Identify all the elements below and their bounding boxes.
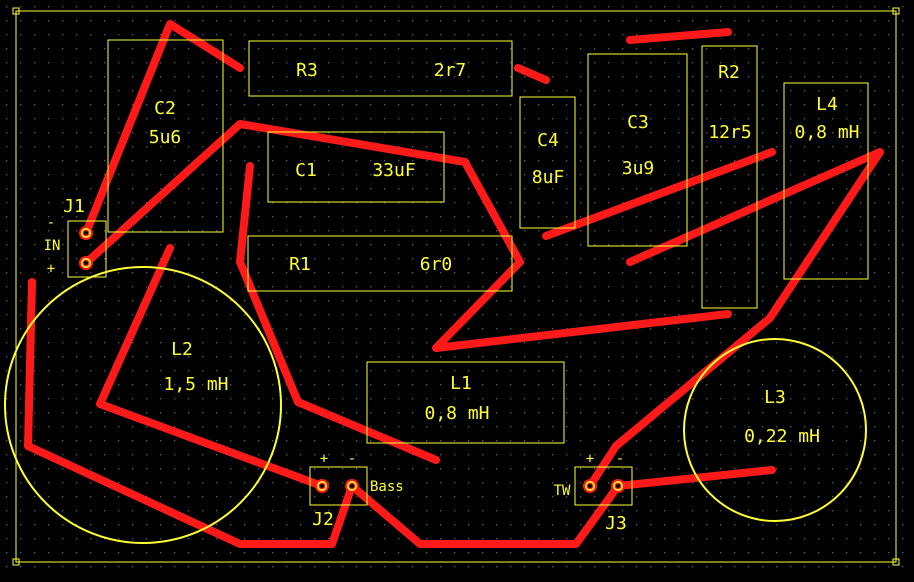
l2-outline (4, 266, 282, 544)
c3-outline (587, 53, 688, 247)
board-outline (15, 10, 897, 563)
r3-ref: R3 (296, 60, 318, 81)
j3-plus-label: + (586, 451, 594, 467)
l1-ref: L1 (450, 373, 472, 394)
silkscreen-outlines (4, 39, 869, 544)
r3-value: 2r7 (434, 60, 467, 81)
j3-ref: J3 (605, 513, 627, 534)
pad-j1-minus (79, 226, 93, 240)
pad-j1-plus (79, 256, 93, 270)
c2-outline (107, 39, 224, 233)
trace (514, 64, 550, 84)
trace (626, 28, 732, 44)
silkscreen-labels: C2 5u6 R3 2r7 C1 33uF R1 6r0 C4 8uF C3 3… (63, 60, 859, 534)
trace (542, 148, 776, 240)
r1-outline (247, 235, 513, 292)
l4-ref: L4 (816, 94, 838, 115)
j2-plus-label: + (320, 451, 328, 467)
l3-value: 0,22 mH (744, 426, 820, 447)
j2-ref: J2 (312, 509, 334, 530)
board-corner-marker (12, 7, 20, 15)
r2-outline (701, 45, 758, 309)
l2-ref: L2 (171, 339, 193, 360)
c3-value: 3u9 (622, 158, 655, 179)
j2-minus-label: - (348, 451, 356, 467)
r3-outline (248, 40, 513, 97)
j1-ref: J1 (63, 196, 85, 217)
c2-ref: C2 (154, 98, 176, 119)
l1-outline (366, 361, 565, 444)
trace (614, 466, 776, 490)
r2-value: 12r5 (708, 122, 751, 143)
pad-j3-plus (583, 479, 597, 493)
c1-value: 33uF (372, 160, 415, 181)
j3-minus-label: - (616, 451, 624, 467)
j2-outline (309, 466, 368, 506)
trace (96, 244, 326, 490)
l3-ref: L3 (764, 387, 786, 408)
c1-ref: C1 (295, 160, 317, 181)
trace (348, 482, 622, 548)
r2-ref: R2 (718, 62, 740, 83)
c2-value: 5u6 (149, 127, 182, 148)
pad-j2-plus (315, 479, 329, 493)
trace (24, 278, 356, 548)
c4-outline (519, 96, 576, 229)
pad-j3-minus (611, 479, 625, 493)
j2-net-label: Bass (370, 479, 404, 495)
board-corner-marker (892, 558, 900, 566)
board-corner-marker (892, 7, 900, 15)
trace (82, 120, 732, 352)
l3-outline (683, 338, 867, 522)
l4-outline (783, 82, 869, 280)
trace (82, 20, 244, 237)
board-corner-marker (12, 558, 20, 566)
j3-outline (574, 466, 633, 506)
c1-outline (267, 131, 445, 203)
c3-ref: C3 (627, 112, 649, 133)
l4-value: 0,8 mH (794, 122, 859, 143)
connector-labels: - IN + + - Bass + - TW (44, 215, 625, 499)
j1-minus-label: - (47, 215, 55, 231)
r1-ref: R1 (289, 254, 311, 275)
l2-value: 1,5 mH (163, 374, 228, 395)
c4-ref: C4 (537, 130, 559, 151)
r1-value: 6r0 (420, 254, 453, 275)
j3-net-label: TW (554, 483, 571, 499)
pad-j2-minus (345, 479, 359, 493)
c4-value: 8uF (532, 167, 565, 188)
trace (586, 148, 884, 490)
j1-outline (67, 220, 107, 278)
l1-value: 0,8 mH (424, 403, 489, 424)
j1-plus-label: + (47, 261, 55, 277)
pads (79, 226, 625, 493)
j1-net-label: IN (44, 238, 61, 254)
